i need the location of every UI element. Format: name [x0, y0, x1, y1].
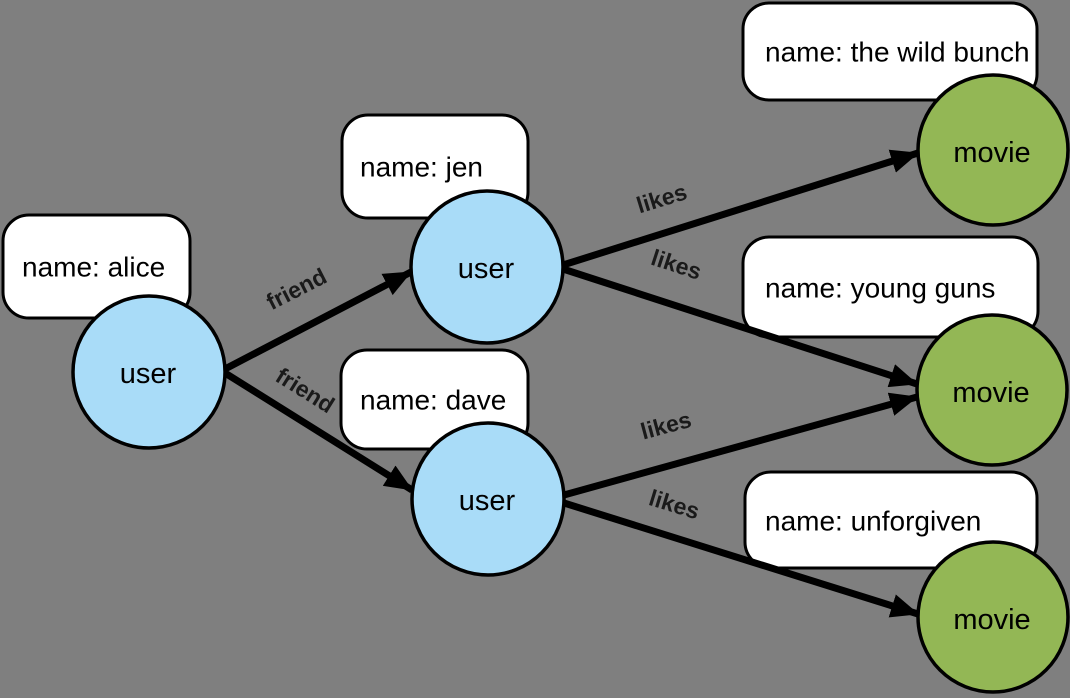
node-movie-young-guns: movie	[915, 313, 1069, 467]
node-circle	[409, 189, 565, 345]
node-circle	[916, 540, 1070, 694]
node-label: user	[459, 485, 516, 517]
node-user-jen: user	[409, 189, 565, 345]
property-text-alice: name: alice	[22, 252, 165, 283]
property-text-young-guns: name: young guns	[765, 273, 995, 304]
node-label: movie	[953, 137, 1030, 169]
property-box-jen: name: jen	[340, 113, 530, 220]
edge-line	[223, 268, 413, 373]
property-box-unforgiven: name: unforgiven	[743, 470, 1039, 570]
edge-line	[562, 499, 920, 618]
edge-line	[223, 370, 414, 493]
node-circle	[71, 294, 227, 450]
node-movie-unforgiven: movie	[916, 540, 1070, 694]
property-box-alice: name: alice	[1, 213, 192, 320]
property-text-wild-bunch: name: the wild bunch	[765, 37, 1030, 68]
node-movie-wild-bunch: movie	[916, 73, 1070, 227]
node-circle	[410, 421, 566, 577]
node-label: movie	[952, 377, 1029, 409]
property-box-young-guns: name: young guns	[741, 235, 1040, 339]
property-text-unforgiven: name: unforgiven	[765, 506, 981, 537]
property-box-rect	[741, 235, 1040, 339]
property-box-rect	[743, 470, 1039, 570]
edge-line	[561, 265, 919, 388]
node-circle	[916, 73, 1070, 227]
edge-line	[563, 392, 918, 499]
node-label: user	[120, 358, 177, 390]
node-label: user	[458, 253, 515, 285]
property-box-rect	[741, 1, 1039, 102]
property-text-dave: name: dave	[360, 385, 506, 416]
node-user-dave: user	[410, 421, 566, 577]
node-circle	[915, 313, 1069, 467]
property-text-jen: name: jen	[360, 152, 483, 183]
property-box-wild-bunch: name: the wild bunch	[741, 1, 1039, 102]
edge-line	[561, 149, 920, 269]
node-user-alice: user	[71, 294, 227, 450]
node-label: movie	[953, 604, 1030, 636]
